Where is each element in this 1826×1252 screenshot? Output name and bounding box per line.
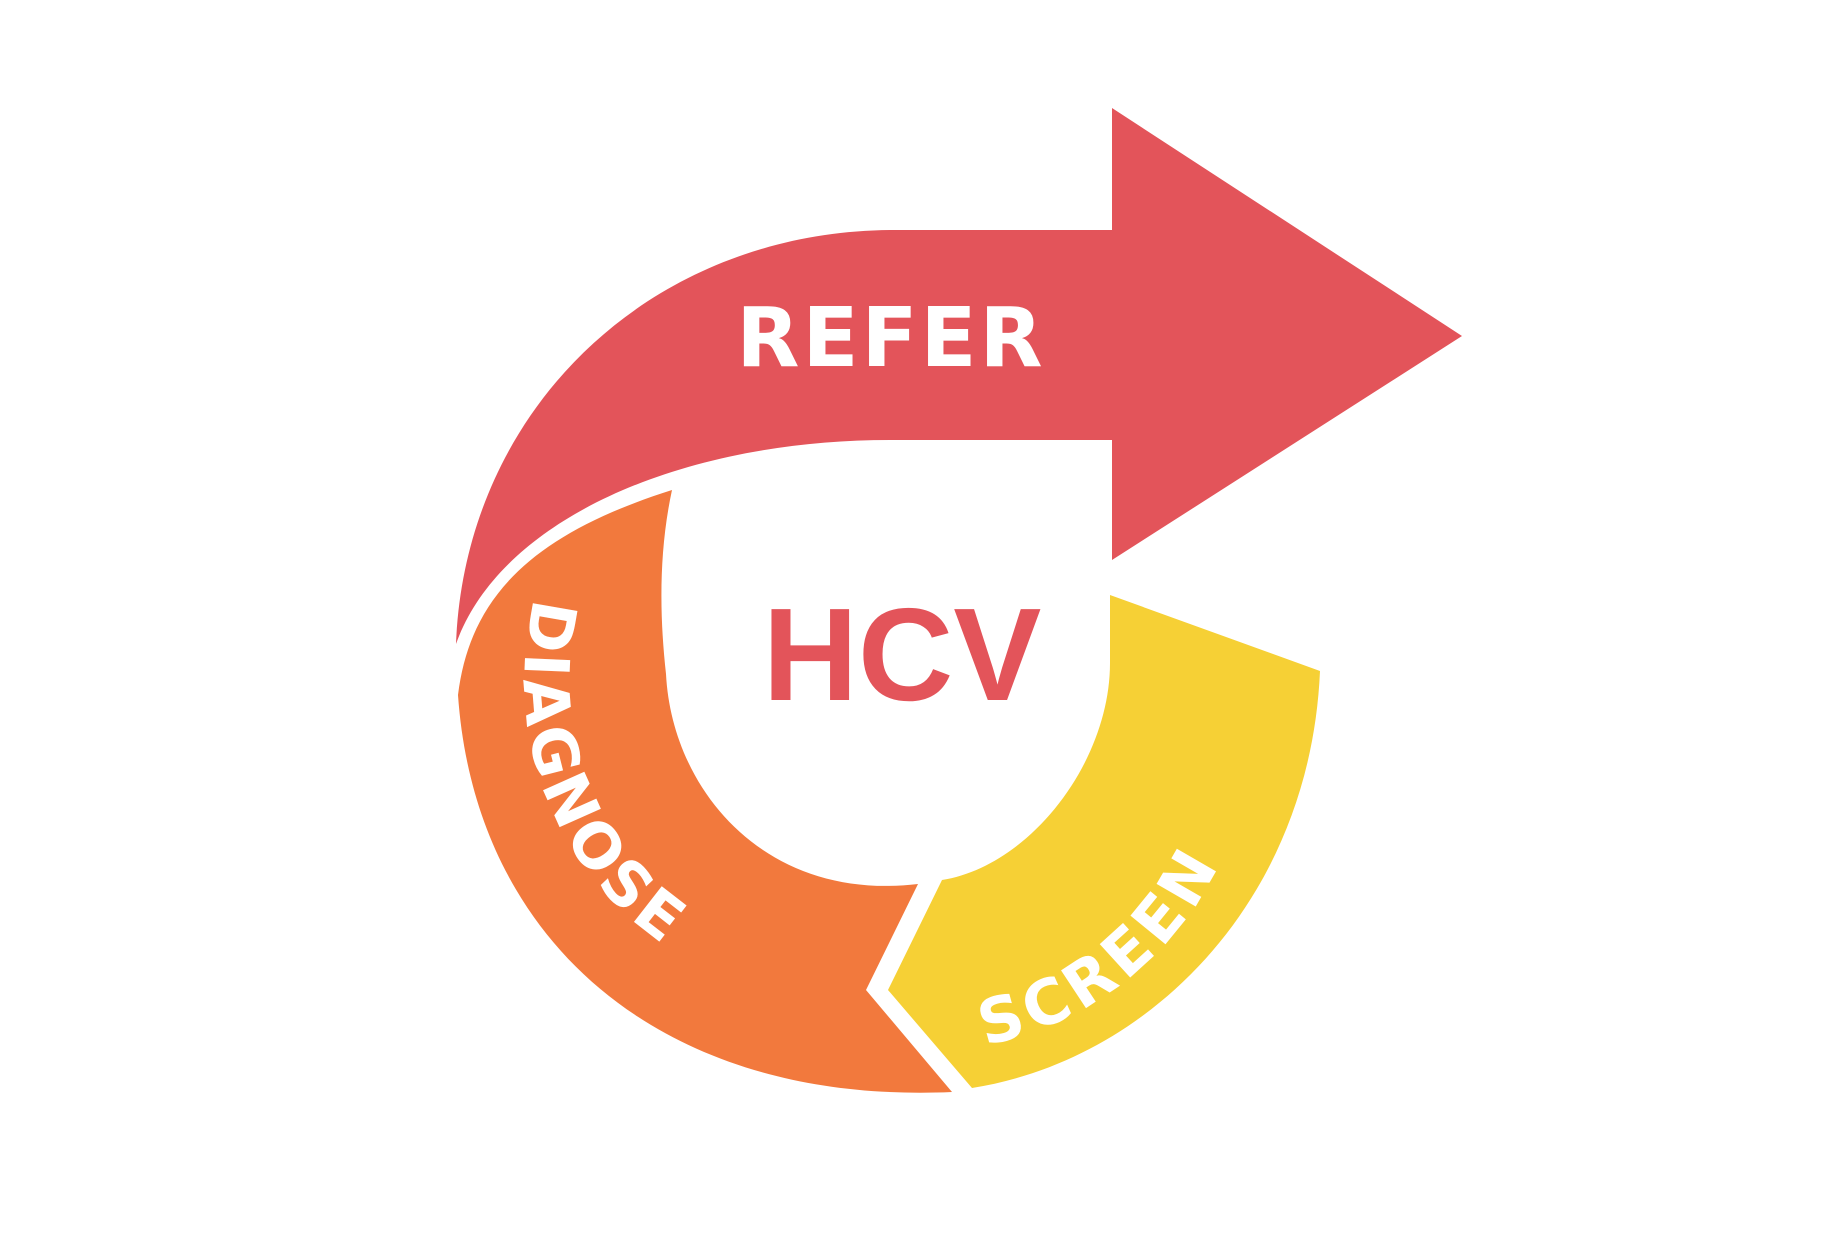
refer-label: REFER xyxy=(736,291,1045,386)
screen-segment xyxy=(888,595,1320,1088)
refer-arrow xyxy=(456,108,1462,644)
diagnose-segment xyxy=(458,490,952,1093)
center-label: HCV xyxy=(763,581,1042,728)
